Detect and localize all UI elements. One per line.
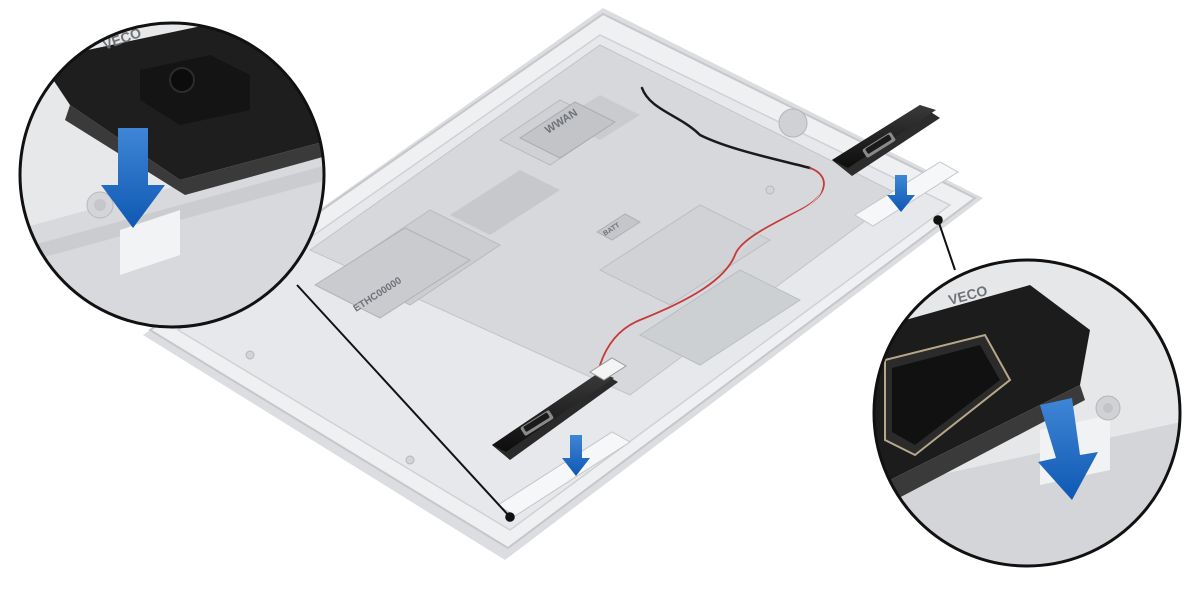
coin-cell-battery xyxy=(778,108,808,138)
callout-lines xyxy=(296,215,956,522)
left-detail-callout: VECO xyxy=(18,21,326,329)
laptop-base-chassis: WWAN ETHC00000 BATT xyxy=(143,8,983,560)
arrow-down-icon xyxy=(1038,398,1098,500)
right-detail-callout: VECO xyxy=(872,258,1182,568)
speaker-cable xyxy=(599,86,825,366)
arrow-down-icon xyxy=(101,128,165,228)
arrow-down-icon xyxy=(562,435,590,476)
arrow-down-icon xyxy=(887,175,915,212)
wwan-card: WWAN xyxy=(518,101,617,159)
ssd-card: ETHC00000 xyxy=(313,227,472,319)
battery-connector: BATT xyxy=(596,213,641,241)
left-speaker xyxy=(492,357,627,460)
right-speaker xyxy=(832,105,940,176)
